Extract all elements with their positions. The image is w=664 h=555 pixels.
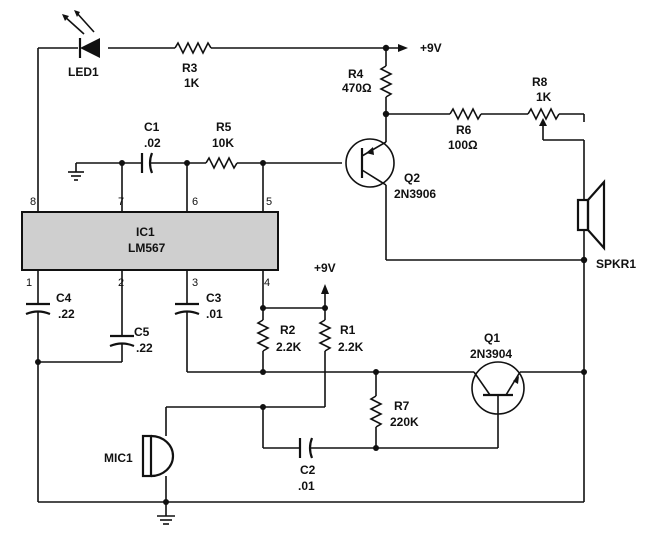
c3-value: .01 [206, 307, 223, 321]
q1-value: 2N3904 [470, 347, 512, 361]
r1-resistor [318, 319, 332, 352]
r4-value: 470Ω [342, 81, 372, 95]
supply-label-top: +9V [420, 41, 442, 55]
c2-value: .01 [298, 479, 315, 493]
r7-value: 220K [390, 415, 419, 429]
c4-value: .22 [58, 307, 75, 321]
c5-value: .22 [136, 341, 153, 355]
spkr1-label: SPKR1 [596, 257, 636, 271]
r7-resistor [369, 395, 383, 428]
q1-ref: Q1 [484, 331, 500, 345]
pin-3: 3 [192, 277, 198, 289]
r8-potentiometer [527, 107, 560, 121]
r1-ref: R1 [340, 323, 356, 337]
led1-label: LED1 [68, 65, 99, 79]
r6-ref: R6 [456, 123, 472, 137]
r1-value: 2.2K [338, 340, 364, 354]
pin-8: 8 [30, 196, 36, 208]
pin-6: 6 [192, 196, 198, 208]
pin-4: 4 [264, 277, 270, 289]
led1-symbol [62, 10, 100, 58]
c4-ref: C4 [56, 291, 72, 305]
c1-value: .02 [144, 136, 161, 150]
q1-transistor [471, 361, 525, 448]
q2-ref: Q2 [404, 171, 420, 185]
ic1-package [21, 211, 279, 271]
r7-ref: R7 [394, 399, 410, 413]
r2-ref: R2 [280, 323, 296, 337]
c3-ref: C3 [206, 291, 222, 305]
r8-value: 1K [536, 90, 552, 104]
r4-resistor [379, 65, 393, 98]
c1-ref: C1 [144, 120, 160, 134]
r3-value: 1K [184, 76, 200, 90]
r3-resistor [174, 41, 212, 55]
mic1-label: MIC1 [104, 451, 133, 465]
r4-ref: R4 [348, 67, 364, 81]
supply-label-mid: +9V [314, 261, 336, 275]
pin-5: 5 [266, 196, 272, 208]
r3-ref: R3 [182, 61, 198, 75]
r6-resistor [449, 107, 482, 121]
r6-value: 100Ω [448, 138, 478, 152]
q2-value: 2N3906 [394, 187, 436, 201]
pin-2: 2 [118, 277, 124, 289]
r5-resistor [205, 156, 238, 170]
c2-ref: C2 [300, 463, 316, 477]
r2-resistor [256, 319, 270, 352]
q2-transistor [345, 138, 395, 188]
pin-1: 1 [26, 277, 32, 289]
speaker-symbol [576, 179, 606, 260]
r5-value: 10K [212, 136, 234, 150]
r5-ref: R5 [216, 120, 232, 134]
ground-symbol-bottom [157, 502, 175, 525]
ground-symbol-top [68, 163, 84, 181]
r8-ref: R8 [532, 75, 548, 89]
mic1-symbol [141, 434, 175, 478]
r2-value: 2.2K [276, 340, 302, 354]
ic1-ref: IC1 [136, 225, 155, 239]
ic1-value: LM567 [128, 241, 166, 255]
c5-ref: C5 [134, 325, 150, 339]
pin-7: 7 [118, 196, 124, 208]
